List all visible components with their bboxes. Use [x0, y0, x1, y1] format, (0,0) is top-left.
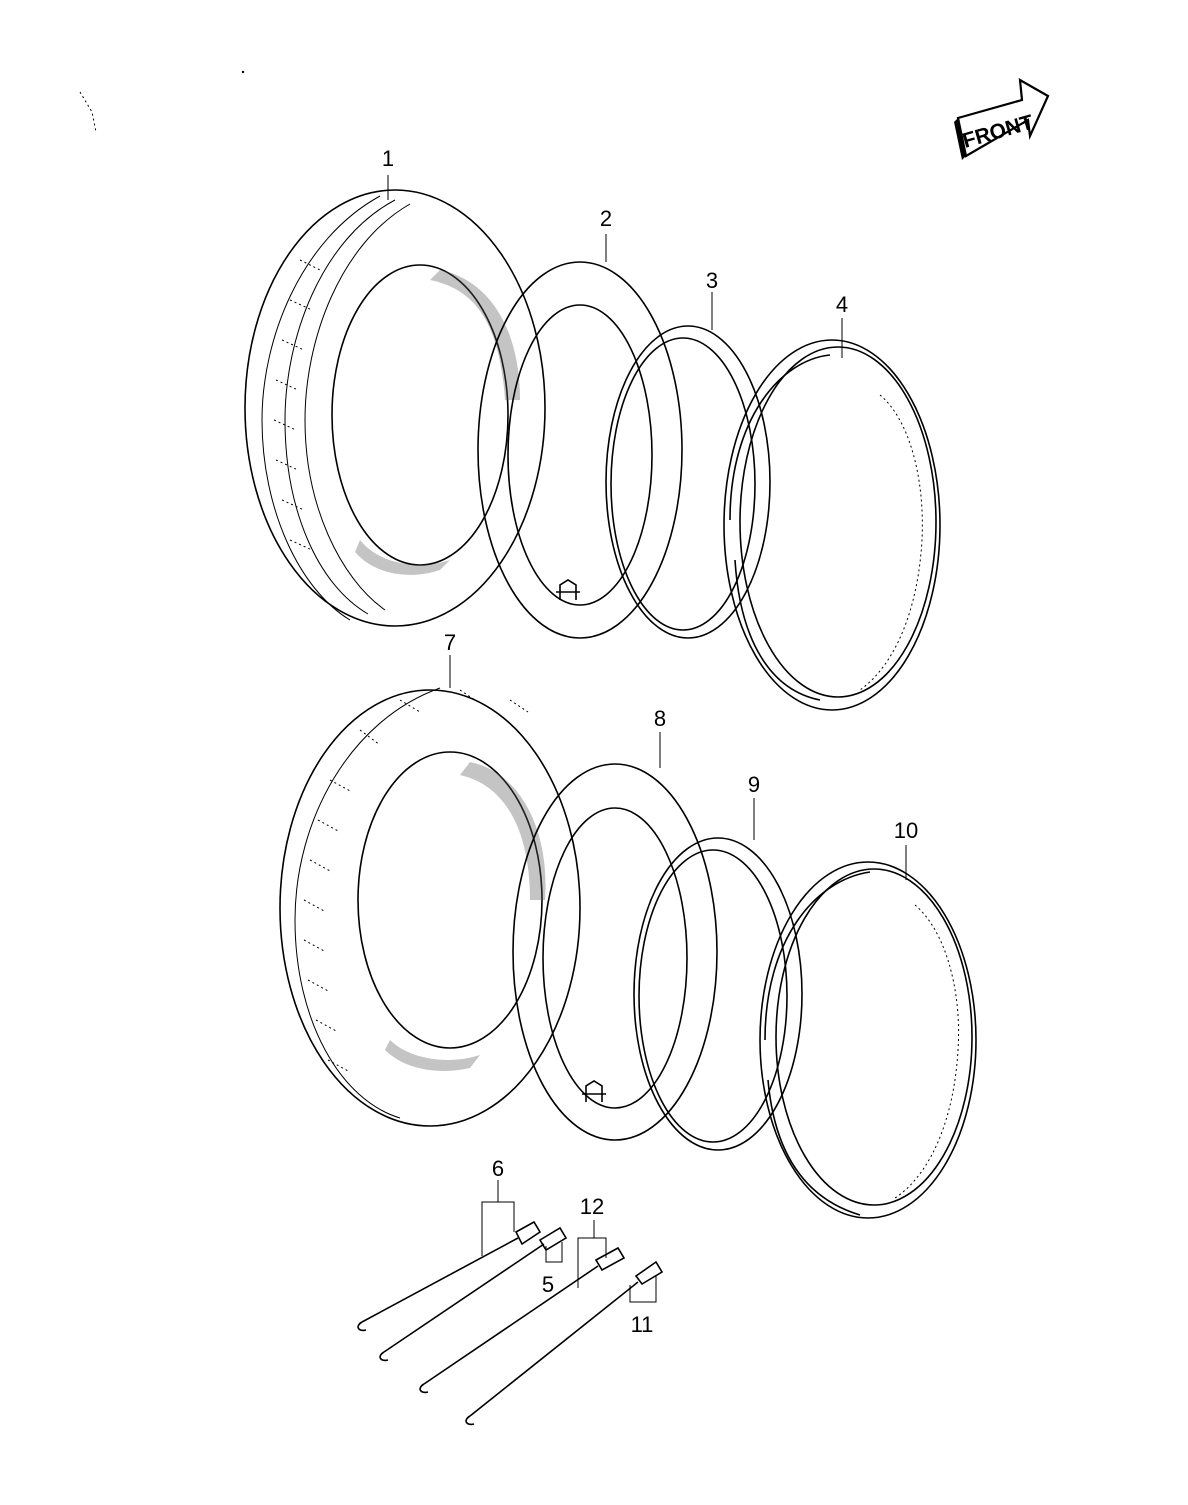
callout-12: 12 — [580, 1194, 604, 1219]
part-1-tyre — [244, 189, 546, 627]
callout-6: 6 — [492, 1156, 504, 1181]
callouts: 1 2 3 4 5 6 7 8 9 10 11 12 — [382, 146, 918, 1337]
callout-7: 7 — [444, 630, 456, 655]
part-8-tube — [512, 763, 718, 1141]
callout-9: 9 — [748, 772, 760, 797]
callout-5: 5 — [542, 1272, 554, 1297]
scan-specks — [79, 70, 245, 133]
part-3-rim-band — [605, 325, 771, 639]
part-7-knobby-tyre — [279, 687, 581, 1127]
part-9-rim-band — [633, 837, 803, 1151]
callout-1: 1 — [382, 146, 394, 171]
callout-10: 10 — [894, 818, 918, 843]
valve-stem-icon — [556, 579, 580, 600]
front-arrow-icon: FRONT — [954, 77, 1050, 160]
spokes — [357, 1237, 639, 1426]
callout-3: 3 — [706, 268, 718, 293]
nipples — [514, 1220, 664, 1286]
part-4-rim — [723, 339, 941, 711]
callout-8: 8 — [654, 706, 666, 731]
callout-11: 11 — [631, 1312, 654, 1337]
callout-2: 2 — [600, 206, 612, 231]
leader-lines — [387, 175, 907, 1303]
callout-4: 4 — [836, 292, 848, 317]
part-10-rim — [759, 861, 977, 1219]
part-2-tube — [477, 261, 683, 639]
valve-stem-icon — [582, 1080, 606, 1102]
